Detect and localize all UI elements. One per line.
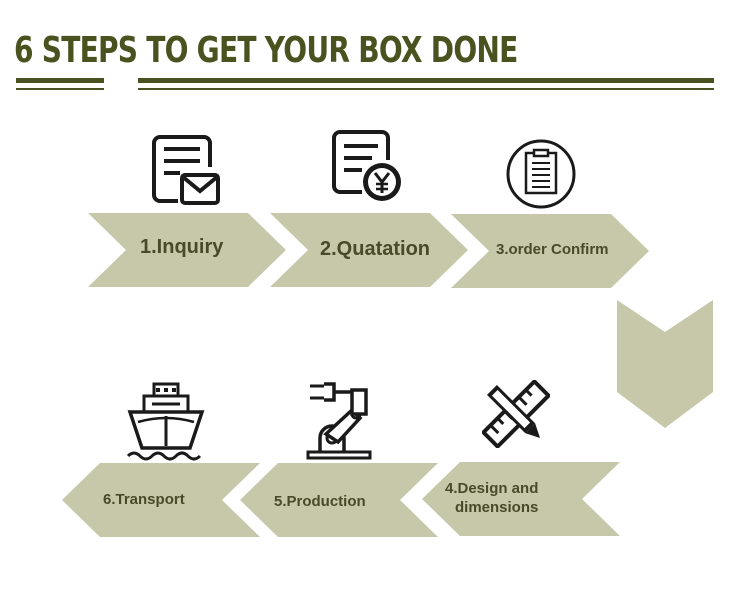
ruler-pencil-icon <box>482 380 550 448</box>
clipboard-circle-icon <box>506 139 576 209</box>
step-1-arrow <box>88 213 286 287</box>
title-underline-right-thin <box>138 88 714 90</box>
step-5-label: 5.Production <box>274 493 366 510</box>
step-6-arrow <box>62 463 260 537</box>
step-4-label-line2: dimensions <box>455 499 539 516</box>
step-3-label: 3.order Confirm <box>496 241 609 258</box>
robot-arm-icon <box>306 382 372 460</box>
step-6-label: 6.Transport <box>103 491 185 508</box>
chevron-down-connector <box>617 300 713 428</box>
step-2-arrow <box>270 213 468 287</box>
title-underline-left-thick <box>16 78 104 83</box>
step-4-arrow <box>422 462 620 536</box>
step-5-arrow <box>240 463 438 537</box>
title-underline-right-thick <box>138 78 714 83</box>
step-1-label: 1.Inquiry <box>140 236 224 258</box>
title-underline-left-thin <box>16 88 104 90</box>
yen-document-icon <box>332 130 401 201</box>
envelope-document-icon <box>152 135 220 205</box>
step-3-arrow <box>451 214 649 288</box>
page-title: 6 STEPS TO GET YOUR BOX DONE <box>14 30 518 71</box>
step-2-label: 2.Quatation <box>320 238 431 260</box>
step-4-label-line1: 4.Design and <box>445 480 539 497</box>
ship-icon <box>126 382 205 461</box>
